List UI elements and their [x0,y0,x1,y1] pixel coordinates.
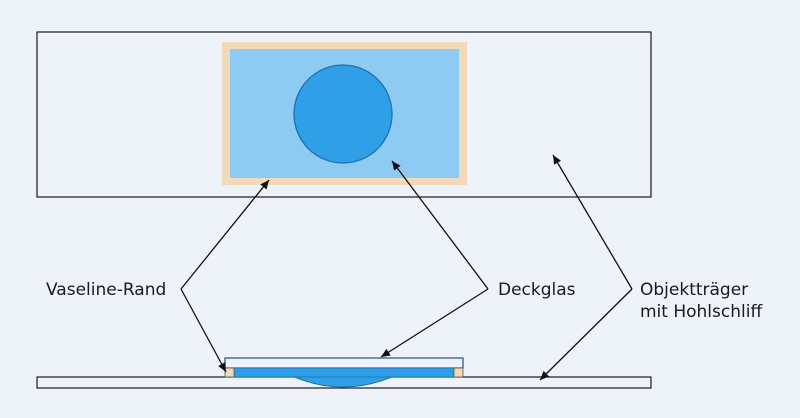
arrow-vaseline-to-top [180,179,270,290]
concavity-drop-side-view [291,375,395,388]
arrow-objekt-to-side [539,288,633,381]
arrow-deckglas-to-top [391,160,489,290]
label-deckglas: Deckglas [498,280,576,300]
drop-top-view [293,64,393,164]
arrow-vaseline-to-side [180,288,227,373]
arrow-deckglas-to-side [380,288,489,358]
drop-layer-side-view [233,367,455,378]
vaseline-right-side-view [453,367,464,378]
arrow-objekt-to-top [552,154,633,290]
coverslip-side-view [224,357,464,369]
label-objekttraeger: Objektträger mit Hohlschliff [640,279,762,323]
label-vaseline-rand: Vaseline-Rand [46,280,167,300]
slide-top-view [36,31,652,198]
label-objekttraeger-line2: mit Hohlschliff [640,302,763,322]
label-objekttraeger-line1: Objektträger [640,280,749,300]
vaseline-left-side-view [224,367,235,378]
